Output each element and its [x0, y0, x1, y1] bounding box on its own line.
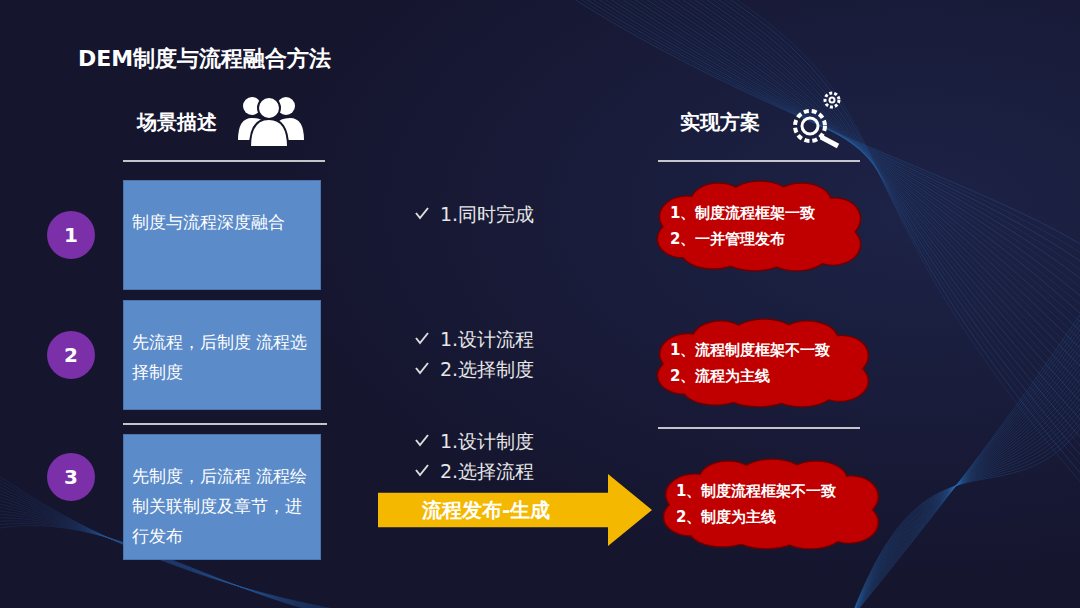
wave-line: [850, 335, 1080, 608]
wave-line: [850, 315, 1080, 608]
divider-line: [658, 427, 860, 429]
step-number-circle-text: 2: [64, 343, 78, 367]
wave-line: [850, 360, 1080, 608]
title: DEM制度与流程融合方法: [78, 44, 331, 74]
process-box: 制度与流程深度融合: [123, 180, 321, 290]
column-header: 场景描述: [137, 109, 217, 136]
block-arrow: 流程发布-生成: [378, 474, 652, 546]
cloud-callout-text: 2、流程为主线: [670, 363, 856, 389]
wave-line: [850, 395, 1080, 608]
wave-line: [850, 405, 1080, 608]
wave-line: [850, 365, 1080, 608]
wave-line: [656, 0, 1080, 394]
wave-line: [638, 0, 1080, 367]
step-number-circle: 2: [47, 331, 95, 379]
wave-line: [850, 325, 1080, 608]
wave-line: [850, 415, 1080, 608]
cloud-callout: 1、制度流程框架一致2、一并管理发布: [656, 180, 864, 272]
divider-line: [658, 160, 860, 162]
wave-line: [668, 0, 1080, 412]
check-item: 2.选择制度: [440, 357, 534, 383]
process-box-text: 制度与流程深度融合: [132, 207, 312, 237]
wave-line: [850, 350, 1080, 608]
wave-line: [850, 345, 1080, 608]
wave-line: [578, 0, 1080, 277]
gear-search-icon: [795, 93, 839, 146]
wave-line: [850, 375, 1080, 608]
column-header: 实现方案: [680, 109, 760, 136]
cloud-shape: [656, 180, 864, 272]
wave-line: [850, 370, 1080, 608]
cloud-callout-text: 2、制度为主线: [676, 504, 866, 530]
wave-line: [850, 380, 1080, 608]
check-item: 2.选择流程: [440, 459, 534, 485]
check-item: 1.设计制度: [440, 429, 534, 455]
wave-line: [850, 330, 1080, 608]
check-item: 1.设计流程: [440, 327, 534, 353]
wave-line: [850, 400, 1080, 608]
wave-line: [850, 385, 1080, 608]
cloud-callout-text: 1、制度流程框架一致: [670, 200, 848, 226]
step-number-circle: 1: [47, 211, 95, 259]
cloud-callout: 1、流程制度框架不一致2、流程为主线: [656, 318, 872, 408]
process-box-text: 先流程，后制度 流程选择制度: [132, 327, 312, 387]
process-box-text: 先制度，后流程 流程绘制关联制度及章节，进行发布: [132, 461, 312, 551]
check-item: 1.同时完成: [440, 202, 534, 228]
step-number-circle-text: 1: [64, 223, 78, 247]
process-box: 先流程，后制度 流程选择制度: [123, 300, 321, 410]
wave-line: [644, 0, 1080, 376]
wave-line: [850, 300, 1080, 608]
wave-line: [850, 410, 1080, 608]
wave-line: [632, 0, 1080, 358]
step-number-circle-text: 3: [64, 465, 78, 489]
wave-line: [850, 340, 1080, 608]
wave-line: [572, 0, 1080, 268]
check-marks: [416, 208, 428, 475]
cloud-callout-text: 1、流程制度框架不一致: [670, 337, 856, 363]
wave-line: [650, 0, 1080, 385]
step-number-circle: 3: [47, 453, 95, 501]
cloud-callout-text: 2、一并管理发布: [670, 226, 848, 252]
wave-line: [850, 310, 1080, 608]
people-icon: [238, 97, 304, 147]
cloud-shape: [656, 318, 872, 408]
divider-line: [123, 423, 327, 425]
cloud-shape: [662, 458, 882, 550]
wave-line: [850, 305, 1080, 608]
wave-line: [662, 0, 1080, 403]
block-arrow-text: 流程发布-生成: [422, 497, 550, 524]
divider-line: [123, 160, 325, 162]
wave-line: [584, 0, 1080, 286]
wave-line: [590, 0, 1080, 295]
wave-line: [850, 320, 1080, 608]
wave-line: [850, 355, 1080, 608]
process-box: 先制度，后流程 流程绘制关联制度及章节，进行发布: [123, 434, 321, 560]
wave-line: [850, 390, 1080, 608]
cloud-callout-text: 1、制度流程框架不一致: [676, 478, 866, 504]
cloud-callout: 1、制度流程框架不一致2、制度为主线: [662, 458, 882, 550]
